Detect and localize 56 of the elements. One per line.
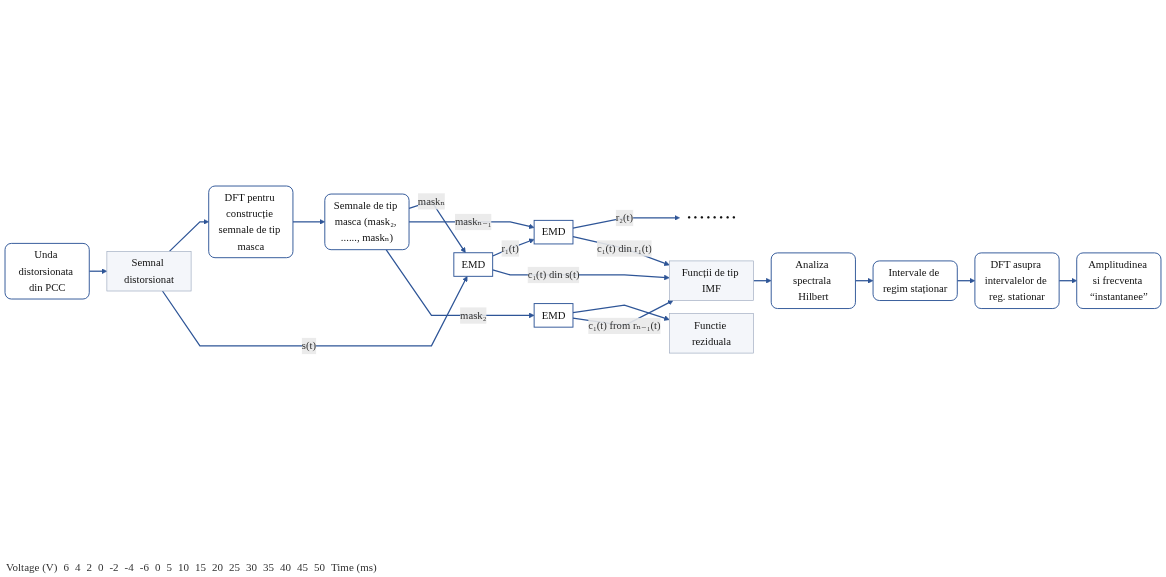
axis-label: Time (ms) (330, 561, 377, 573)
node-box: Analiza spectrala Hilbert (770, 252, 856, 310)
node-box: DFT asupra intervalelor de reg. stationar (974, 252, 1060, 310)
edge-label: c₁(t) from rₙ₋₁(t) (588, 319, 661, 332)
edge-label: maskₙ₋₁ (454, 215, 492, 228)
arrow (292, 219, 326, 225)
arrow (753, 278, 772, 284)
axis-label: 30 (245, 561, 257, 573)
node-box: EMD (533, 219, 574, 245)
arrow (385, 249, 535, 319)
edge-label: r₂(t) (615, 211, 634, 224)
axis-label: -4 (124, 561, 134, 573)
edge-label: mask₂ (460, 309, 487, 322)
node-text: • • • • • • • • (687, 211, 736, 224)
arrow (572, 236, 670, 266)
node-box: Unda distorsionata din PCC (4, 242, 90, 300)
node-box: EMD (533, 303, 574, 328)
arrow (956, 278, 976, 284)
axis-label: -2 (109, 561, 119, 573)
axis-label: 15 (194, 561, 206, 573)
node-box: EMD (453, 252, 494, 277)
arrow (572, 304, 670, 321)
edge-label: c₁(t) din s(t) (527, 268, 580, 281)
node-box: Intervale de regim staționar (872, 260, 958, 302)
node-box: Funcții de tip IMF (669, 260, 754, 301)
node-box: Semnale de tip masca (mask₂, ......, maskₙ) (324, 193, 410, 251)
edge-label: c₁(t) din r₁(t) (596, 242, 652, 255)
arrow (168, 219, 209, 253)
axis-label: 4 (74, 561, 81, 573)
edge-label: r₁(t) (501, 242, 519, 255)
axis-label: 50 (313, 561, 325, 573)
axis-label: 0 (154, 561, 161, 573)
node-box: Semnal distorsionat (106, 251, 192, 292)
node-box: Amplitudinea si frecventa “instantanee” (1076, 252, 1162, 310)
arrow (161, 276, 468, 347)
axis-label: 2 (86, 561, 92, 573)
node-box: DFT pentru construcție semnale de tip masca (208, 185, 294, 259)
arrow (1058, 278, 1077, 284)
axis-label: Voltage (V) (6, 561, 58, 573)
arrow (572, 215, 680, 229)
axis-label: 25 (228, 561, 240, 573)
axis-label: -6 (139, 561, 149, 573)
axis-label: 6 (63, 561, 69, 573)
arrow (88, 268, 108, 274)
axis-label: 45 (296, 561, 308, 573)
edge-label: maskₙ (417, 195, 446, 208)
arrow (854, 278, 874, 284)
axis-label: 10 (177, 561, 189, 573)
axis-label: 20 (211, 561, 223, 573)
node-box: Functie reziduala (669, 313, 754, 354)
edge-label: s(t) (301, 339, 316, 352)
arrow (492, 238, 535, 257)
axis-label: 0 (97, 561, 104, 573)
axis-label: 35 (262, 561, 274, 573)
axis-label: 40 (279, 561, 291, 573)
axis-label: 5 (166, 561, 172, 573)
